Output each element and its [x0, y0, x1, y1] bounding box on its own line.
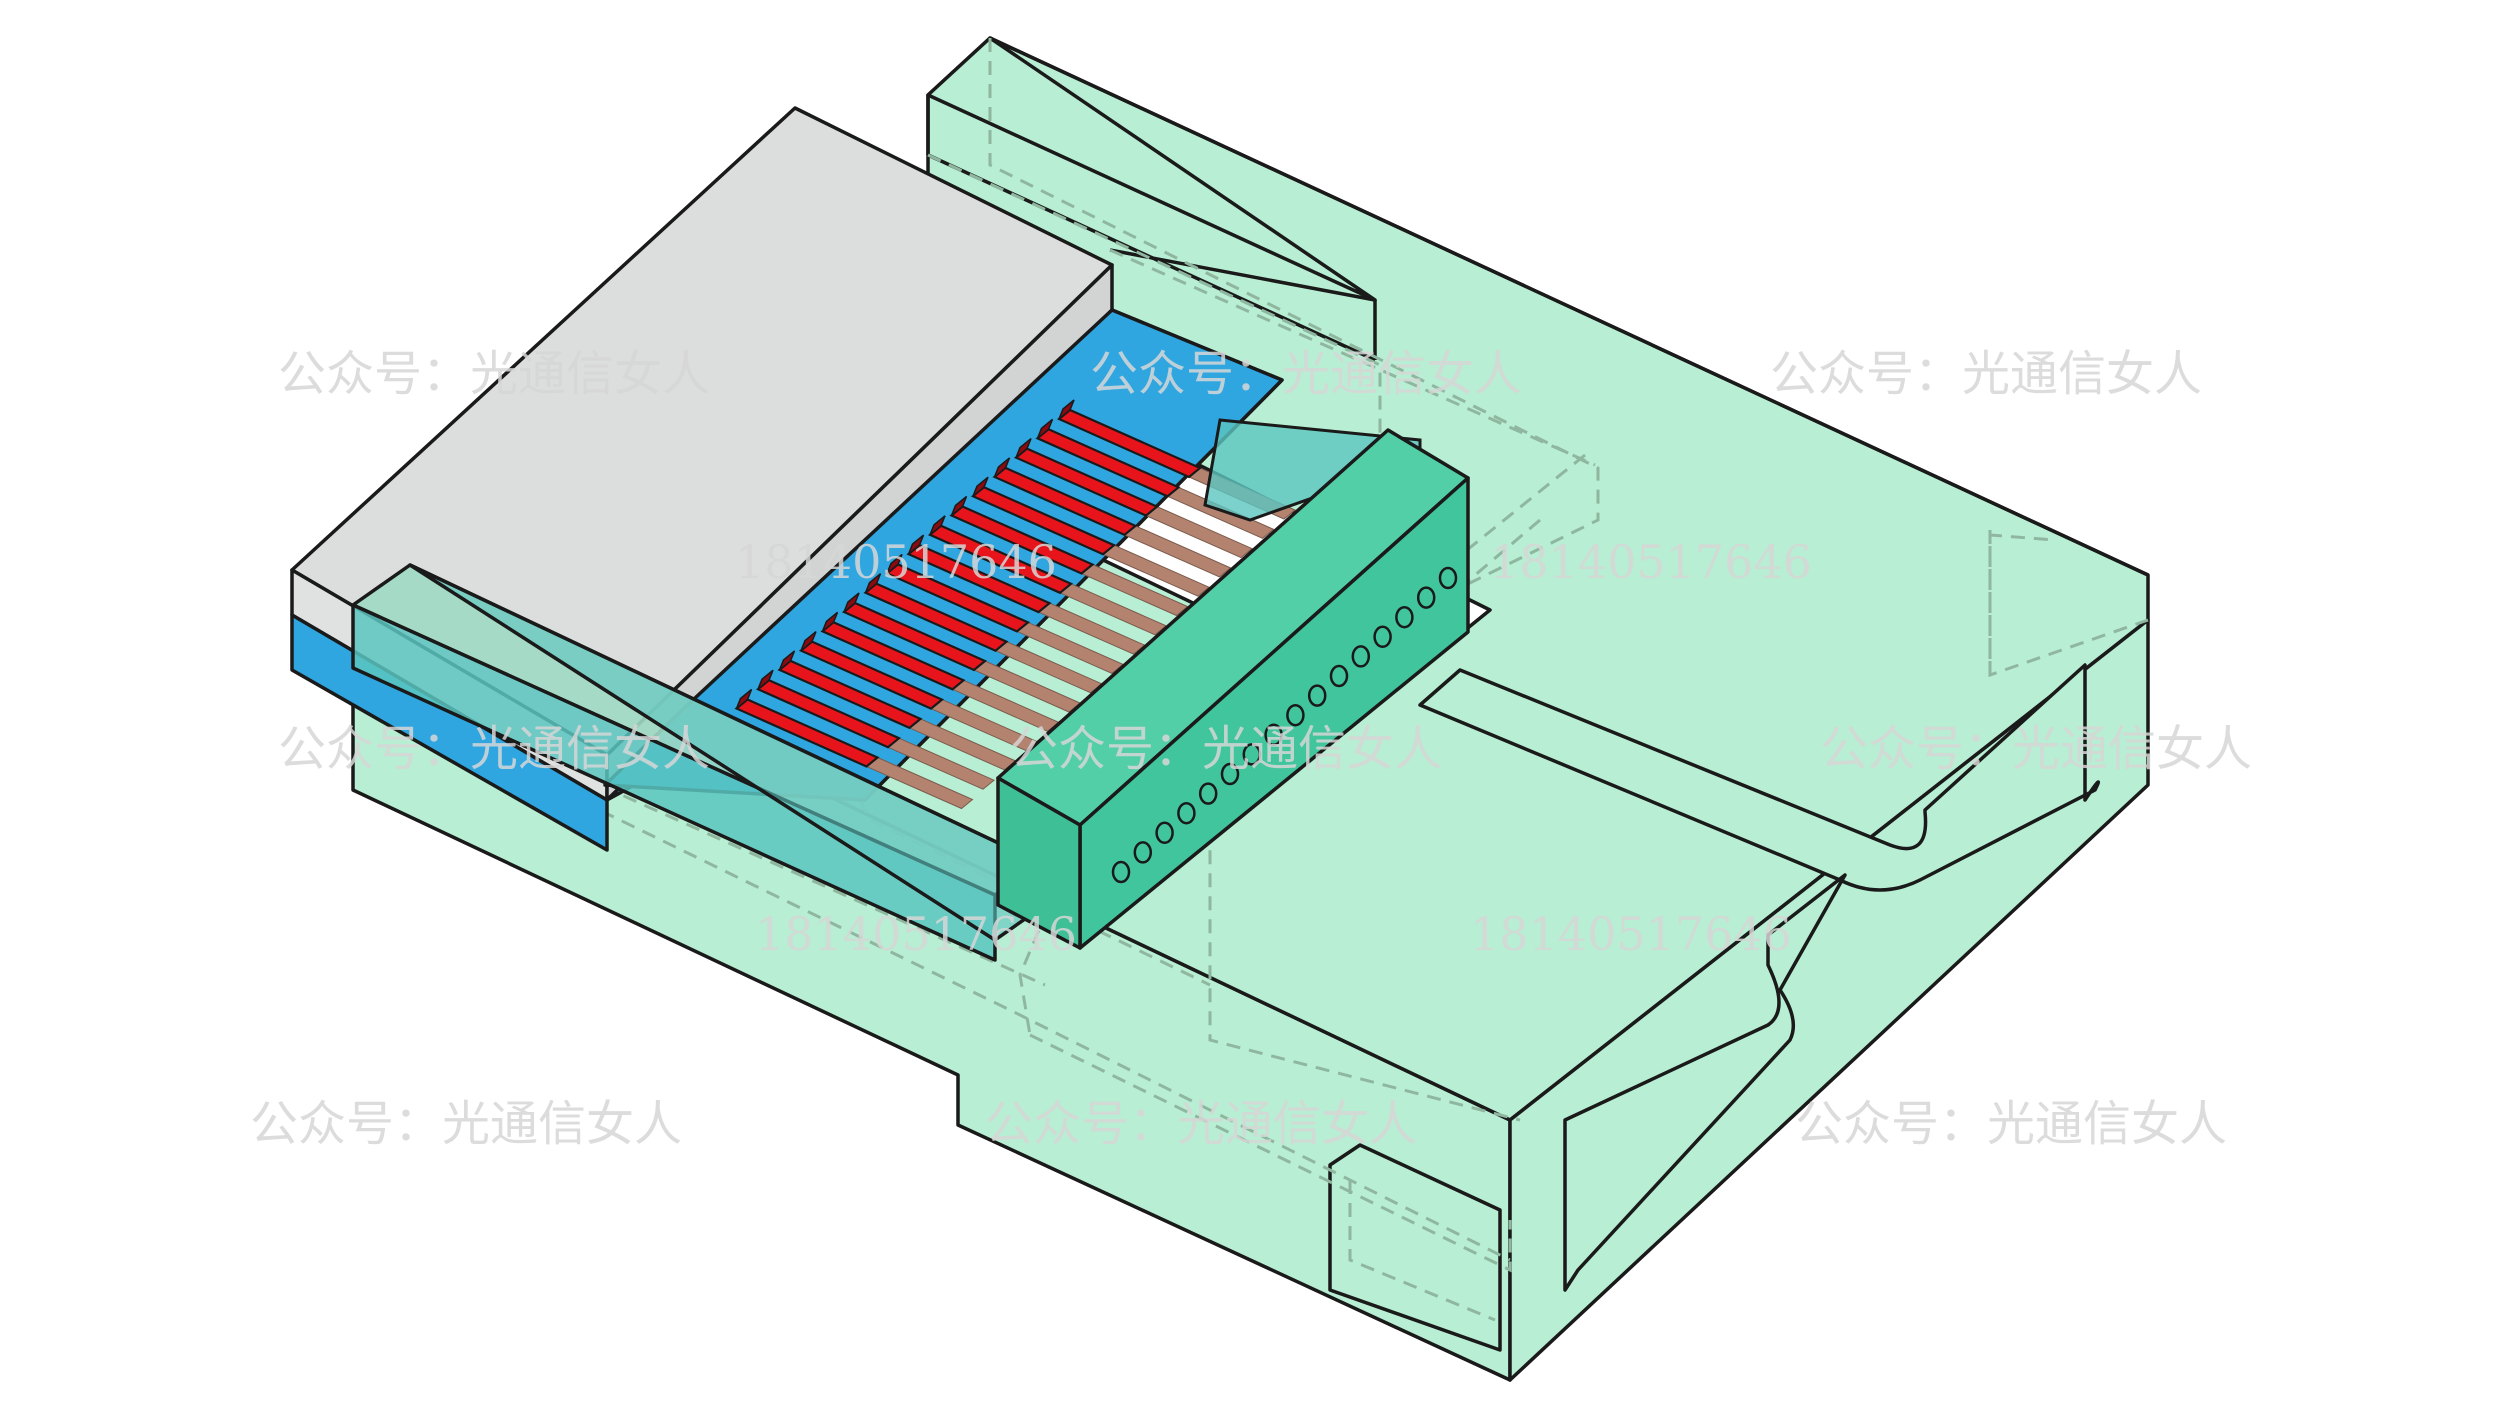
watermark-phone-2: 18140517646: [1490, 535, 1812, 589]
watermark-account-1: 公众号：光通信女人: [278, 346, 710, 402]
hidden-line-6: [1988, 533, 2056, 675]
watermark-phone-3: 18140517646: [755, 907, 1077, 961]
lens: [1133, 841, 1153, 864]
hidden-line-2: [1109, 248, 1596, 467]
lens: [1395, 605, 1414, 629]
fiber-groove-end: [821, 611, 839, 632]
lens: [1111, 860, 1131, 884]
lens-block-side: [996, 776, 1082, 950]
fiber-groove-end: [1036, 418, 1054, 439]
watermark-account-4: 公众号：光通信女人: [278, 721, 710, 777]
fiber-grooves: [734, 399, 1203, 768]
fiber-groove-end: [929, 515, 946, 536]
watermark-account-8: 公众号：光通信女人: [985, 1096, 1417, 1152]
fiber-groove-end: [864, 573, 882, 594]
watermark-account-3: 公众号：光通信女人: [1770, 346, 2202, 402]
lens-array: [1111, 566, 1458, 884]
lens: [1198, 782, 1218, 805]
lens-block: [996, 428, 1470, 950]
fiber-groove-end: [993, 457, 1011, 478]
slot-lower: [1563, 873, 1847, 1292]
lens: [1286, 703, 1305, 727]
watermarks: 公众号：光通信女人 公众号：光通信女人 公众号：光通信女人 1814051764…: [250, 346, 2252, 1152]
lens: [1155, 821, 1174, 845]
lens: [1438, 566, 1458, 590]
watermark-phone-4: 18140517646: [1470, 907, 1792, 961]
fiber-groove-end: [1058, 399, 1075, 420]
fiber-groove-end: [757, 669, 774, 690]
watermark-account-5: 公众号：光通信女人: [1010, 721, 1442, 777]
watermark-account-7: 公众号：光通信女人: [250, 1096, 682, 1152]
lens: [1329, 664, 1349, 688]
lens: [1307, 684, 1327, 707]
fiber-groove-end: [800, 631, 817, 652]
watermark-account-9: 公众号：光通信女人: [1795, 1096, 2227, 1152]
lens: [1242, 743, 1262, 766]
fiber-groove-end: [950, 495, 968, 517]
fiber-groove-end: [778, 650, 796, 671]
housing-rail-edge-3: [989, 36, 2149, 577]
fiber-groove-end: [972, 476, 989, 497]
watermark-account-2: 公众号：光通信女人: [1090, 346, 1522, 402]
lens: [1416, 586, 1436, 609]
lens: [1177, 801, 1196, 825]
fiber-groove-end: [843, 592, 860, 613]
lens: [1220, 762, 1240, 786]
fiber-groove-end: [735, 688, 753, 710]
hidden-line-3: [927, 153, 1382, 455]
fiber-groove-end: [1015, 438, 1032, 459]
housing-slots: [1328, 663, 2101, 1352]
slot-upper: [1418, 663, 2101, 892]
fiber-groove-end: [886, 553, 903, 574]
watermark-account-6: 公众号：光通信女人: [1820, 721, 2252, 777]
hidden-line-8: [408, 635, 1046, 987]
teal-bar: [351, 563, 1047, 962]
lens: [1373, 625, 1392, 649]
watermark-phone-1: 18140517646: [735, 535, 1057, 589]
slot-notch: [1328, 1143, 1502, 1352]
hidden-line-10: [1029, 1033, 1512, 1273]
lens: [1351, 645, 1371, 668]
housing-rail-edge-5: [1109, 248, 1376, 302]
hidden-line-11: [1348, 1180, 1496, 1322]
lens: [1264, 723, 1283, 747]
hidden-line-1: [988, 38, 1600, 1036]
housing-rear-rail: [926, 36, 1377, 302]
fiber-groove-end: [907, 534, 925, 555]
